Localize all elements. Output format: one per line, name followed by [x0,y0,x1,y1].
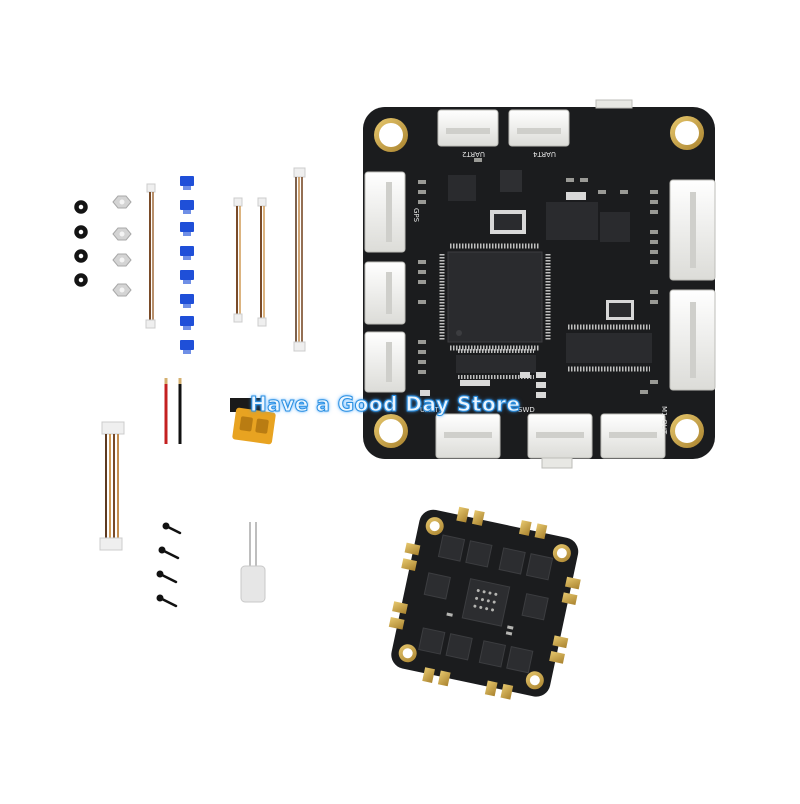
m1-out-label: M1-OUT [660,406,668,435]
esc-board [388,506,581,700]
screws [158,524,182,608]
blue-jumpers [180,176,194,350]
capacitor [240,522,266,603]
flight-controller-board: UART2 UART4 GPS UART1 SWD M1-OUT [363,99,716,469]
mounting-holes [374,116,704,448]
swd-label: SWD [518,406,535,414]
rubber-grommets [74,200,88,287]
mcu-chip [447,251,543,343]
xt30-connector [230,398,276,445]
store-watermark: Have a Good Day Store [250,392,521,417]
uart2-label: UART2 [462,150,485,158]
hex-nuts [112,195,132,297]
uart4-label: UART4 [532,150,556,158]
uart1-label: UART1 [420,406,443,414]
gps-label: GPS [412,208,420,223]
connector-cables [99,167,306,551]
